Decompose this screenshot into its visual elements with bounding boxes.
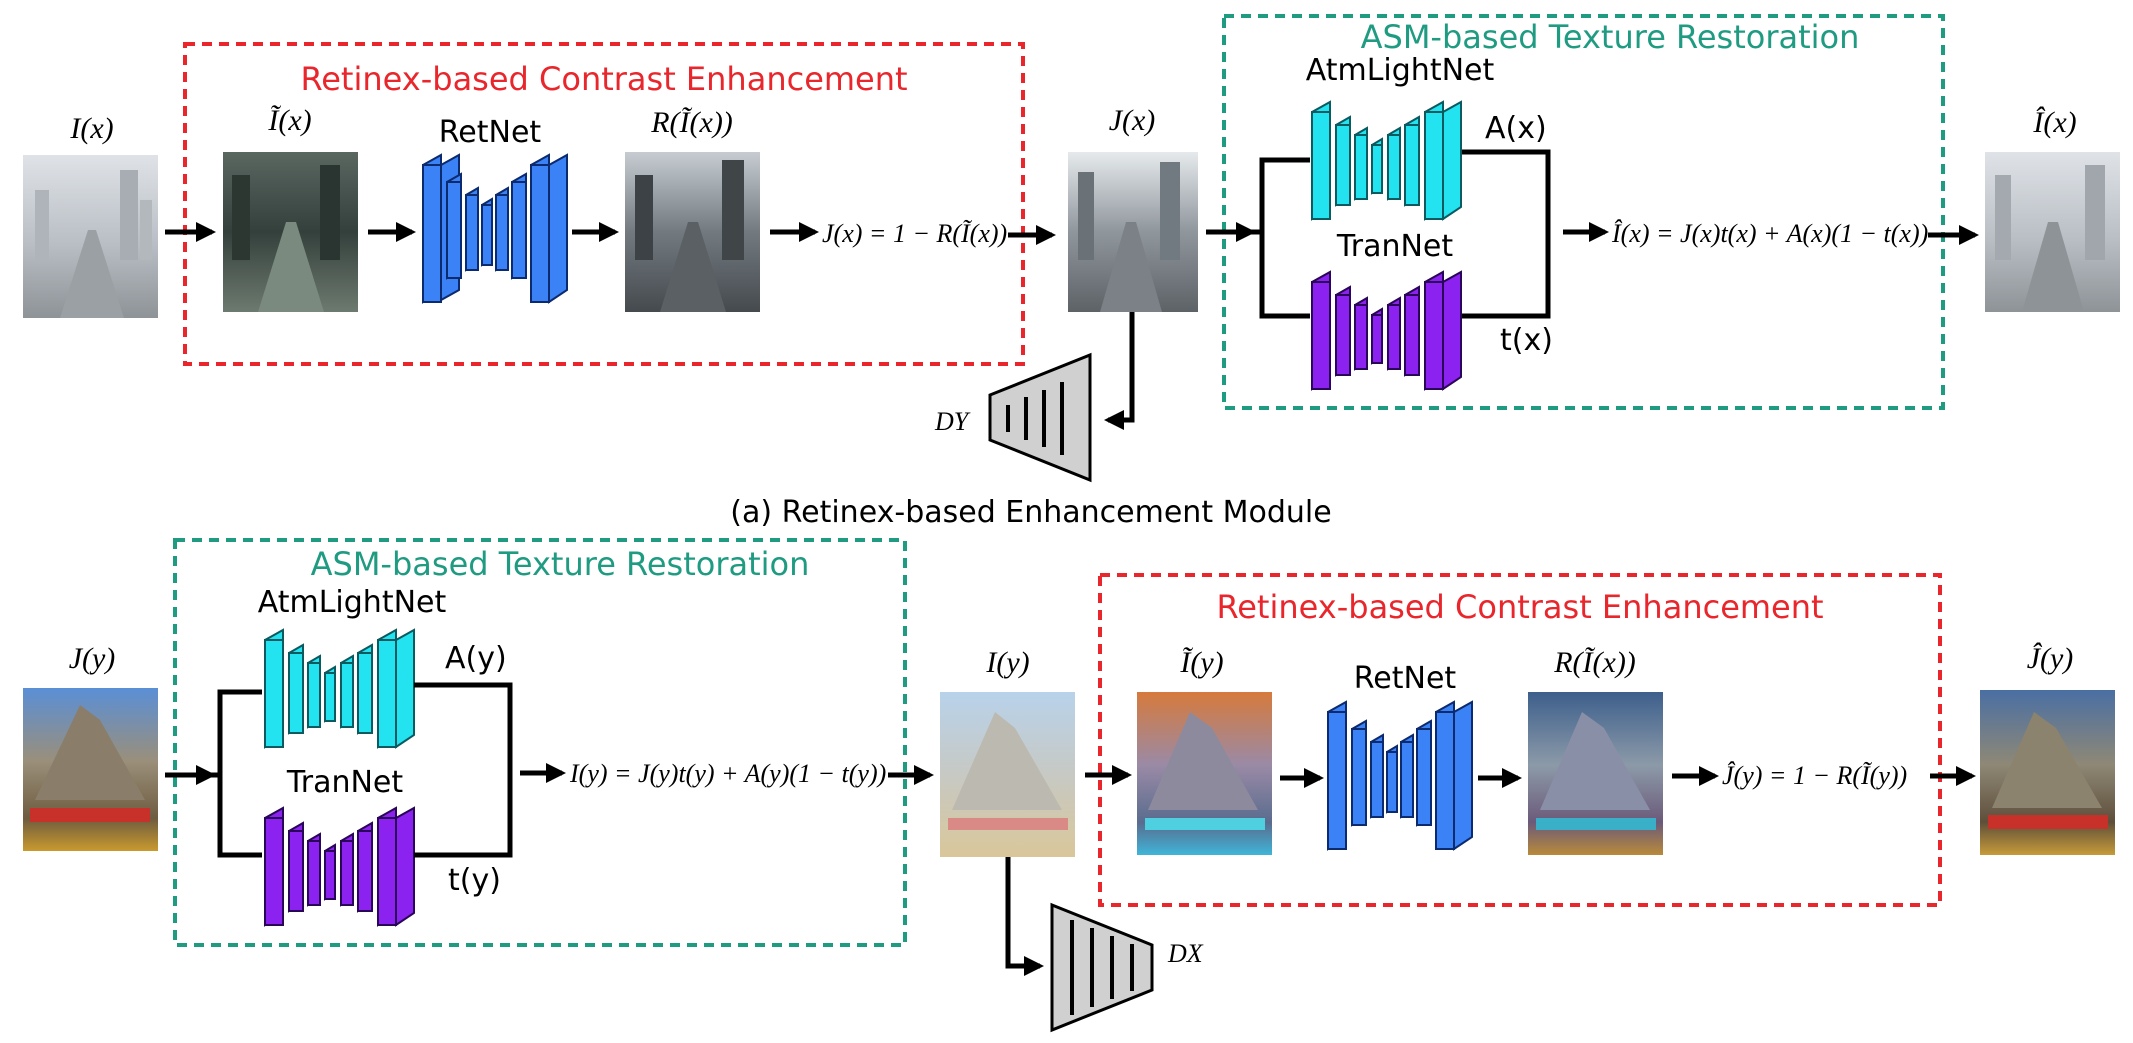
a-label-bottom: A(y) <box>445 641 507 676</box>
a-label-top: A(x) <box>1485 111 1547 146</box>
retnet-block-bottom <box>1327 700 1473 851</box>
merge-bottom <box>414 682 513 858</box>
arrow-to-dx <box>1005 857 1044 976</box>
branch-bottom <box>217 689 262 858</box>
out-label-top: Î(x) <box>2032 106 2076 139</box>
j-label-top: J(x) <box>1109 104 1156 137</box>
asm-box-top <box>1222 14 1945 410</box>
i-image-bottom <box>940 692 1075 857</box>
j-equation-top: J(x) = 1 − R(Ĩ(x)) <box>822 219 1007 248</box>
retinex-box-bottom <box>1098 573 1942 907</box>
dx-label: DX <box>1167 939 1204 968</box>
r-label-bottom: R(Ĩ(x)) <box>1553 646 1636 679</box>
trannet-block-top <box>1311 270 1462 391</box>
out-label-bottom: Ĵ(y) <box>2027 642 2074 675</box>
r-image-top <box>625 152 760 312</box>
retinex-title-top: Retinex-based Contrast Enhancement <box>300 60 907 98</box>
tilde-label-top: Ĩ(x) <box>267 104 311 137</box>
asm-box-bottom <box>173 538 907 947</box>
retinex-title-bottom: Retinex-based Contrast Enhancement <box>1216 588 1823 626</box>
asm-title-bottom: ASM-based Texture Restoration <box>311 545 810 583</box>
tilde-image-top <box>223 152 358 312</box>
merge-top <box>1462 149 1551 319</box>
trannet-label-bottom: TranNet <box>286 765 404 800</box>
out-equation-top: Î(x) = J(x)t(x) + A(x)(1 − t(x)) <box>1611 219 1928 248</box>
tilde-label-bottom: Ĩ(y) <box>1179 646 1223 679</box>
caption: (a) Retinex-based Enhancement Module <box>730 495 1331 530</box>
i-label-bottom: I(y) <box>985 646 1029 679</box>
retnet-label-top: RetNet <box>439 115 542 150</box>
atmlightnet-label-bottom: AtmLightNet <box>258 585 447 620</box>
dy-label: DY <box>934 407 971 436</box>
output-image-bottom <box>1980 690 2115 855</box>
tilde-image-bottom <box>1137 692 1272 855</box>
atmlightnet-block-top <box>1311 100 1462 221</box>
retnet-label-bottom: RetNet <box>1354 661 1457 696</box>
retnet-block-top <box>422 153 568 304</box>
atmlightnet-label-top: AtmLightNet <box>1306 53 1495 88</box>
r-label-top: R(Ĩ(x)) <box>650 106 733 139</box>
t-label-bottom: t(y) <box>448 863 501 898</box>
output-image-top <box>1985 152 2120 312</box>
branch-top <box>1259 157 1310 319</box>
atmlightnet-block-bottom <box>264 628 415 749</box>
out-equation-bottom: Ĵ(y) = 1 − R(Ĩ(y)) <box>1722 761 1907 790</box>
input-image-top <box>23 155 158 318</box>
i-equation-bottom: I(y) = J(y)t(y) + A(y)(1 − t(y)) <box>569 759 886 788</box>
j-image-top <box>1068 152 1198 312</box>
t-label-top: t(x) <box>1500 323 1553 358</box>
discriminator-dy <box>988 352 1092 483</box>
asm-title-top: ASM-based Texture Restoration <box>1361 18 1860 56</box>
trannet-block-bottom <box>264 806 415 927</box>
arrow-to-dy <box>1104 312 1135 430</box>
input-image-bottom <box>23 688 158 851</box>
input-label-bottom: J(y) <box>69 642 116 675</box>
discriminator-dx <box>1050 902 1154 1033</box>
trannet-label-top: TranNet <box>1336 229 1454 264</box>
r-image-bottom <box>1528 692 1663 855</box>
input-label-top: I(x) <box>69 112 113 145</box>
